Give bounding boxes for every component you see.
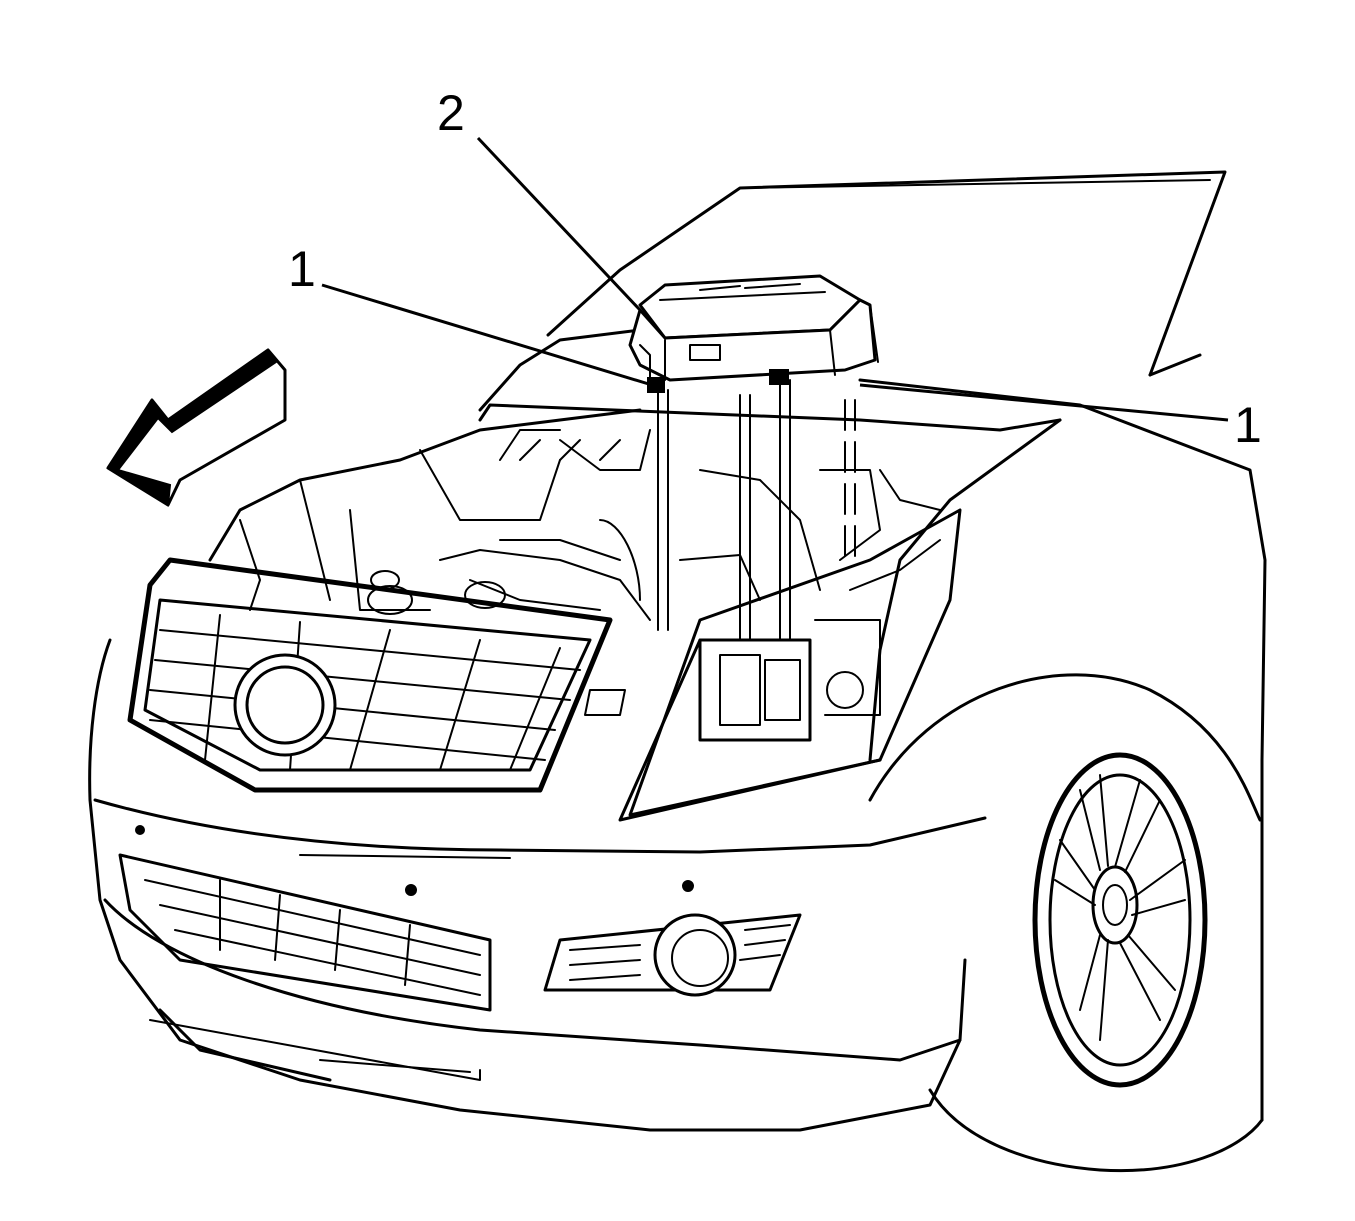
- front-grille: [127, 557, 613, 793]
- headlamp-assembly: [628, 508, 962, 817]
- forward-direction-arrow-icon: [106, 348, 287, 507]
- callout-1-left: 1: [288, 241, 316, 297]
- callout-labels: 2 1 1: [288, 85, 1262, 453]
- fuse-block-cover: [628, 274, 879, 382]
- callout-1-right: 1: [1234, 397, 1262, 453]
- front-wheel: [1032, 752, 1208, 1088]
- lower-bumper-details: [118, 689, 802, 1012]
- open-hood: [546, 170, 1227, 377]
- callout-2: 2: [437, 85, 465, 141]
- callout-leaders: [321, 136, 1229, 422]
- installation-guide-lines: [647, 369, 856, 641]
- engine-compartment: [208, 403, 1062, 621]
